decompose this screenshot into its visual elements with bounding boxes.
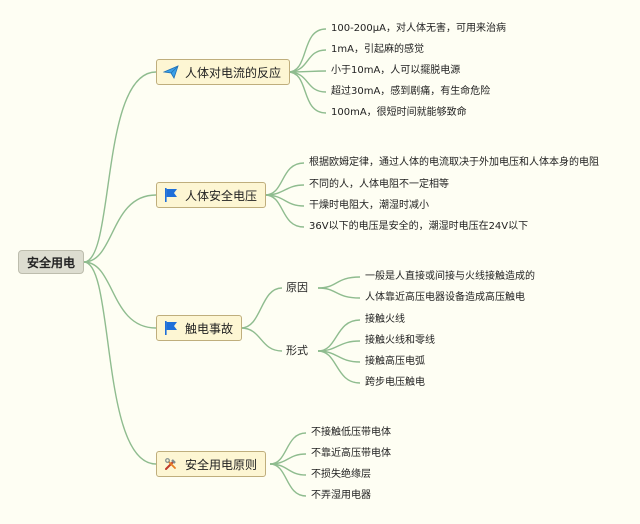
connector: [240, 287, 283, 329]
branch-safe-voltage[interactable]: 人体安全电压: [156, 182, 267, 208]
leaf-item: 接触火线: [365, 314, 405, 325]
leaf-item: 接触高压电弧: [365, 356, 425, 367]
blue-flag-icon: [163, 320, 179, 336]
connector: [317, 287, 361, 299]
root-node[interactable]: 安全用电: [18, 250, 84, 274]
leaf-item: 不损失绝缘层: [311, 469, 371, 480]
leaf-item: 接触火线和零线: [365, 335, 435, 346]
connector: [287, 71, 327, 93]
leaf-item: 不接触低压带电体: [311, 427, 391, 438]
connector: [83, 261, 157, 465]
branch-label: 人体对电流的反应: [185, 65, 282, 80]
leaf-item: 干燥时电阻大，潮湿时减小: [309, 200, 429, 211]
leaf-item: 小于10mA，人可以擺脱电源: [331, 65, 461, 76]
leaf-item: 100mA，很短时间就能够致命: [331, 107, 467, 118]
connector: [287, 49, 327, 73]
connector: [240, 327, 283, 352]
connector: [83, 194, 157, 263]
connector: [83, 71, 157, 263]
sub-node-form[interactable]: 形式: [286, 344, 308, 357]
connector: [287, 71, 327, 114]
leaf-item: 一般是人直接或间接与火线接触造成的: [365, 271, 535, 282]
leaf-item: 跨步电压触电: [365, 377, 425, 388]
connector: [264, 194, 305, 228]
branch-label: 触电事故: [185, 321, 234, 336]
branch-current-reaction[interactable]: 人体对电流的反应: [156, 59, 291, 85]
branch-label: 人体安全电压: [185, 188, 258, 203]
branch-label: 安全用电原则: [185, 457, 258, 472]
leaf-item: 不弄湿用电器: [311, 490, 371, 501]
blue-flag-icon: [163, 187, 179, 203]
branch-safety-principles[interactable]: 安全用电原则: [156, 451, 267, 477]
leaf-item: 100-200μA，对人体无害，可用来治病: [331, 23, 506, 34]
leaf-item: 不同的人，人体电阻不一定相等: [309, 179, 449, 190]
paper-plane-icon: [162, 64, 179, 80]
connector: [269, 463, 307, 497]
leaf-item: 根据欧姆定律，通过人体的电流取决于外加电压和人体本身的电阻: [309, 157, 599, 168]
connector: [317, 350, 361, 384]
tools-icon: [163, 456, 179, 472]
connector: [83, 261, 157, 329]
leaf-item: 不靠近高压带电体: [311, 448, 391, 459]
leaf-item: 1mA，引起麻的感觉: [331, 44, 424, 55]
connector: [317, 276, 361, 289]
leaf-item: 超过30mA，感到剧痛，有生命危险: [331, 86, 491, 97]
sub-node-cause[interactable]: 原因: [286, 281, 308, 294]
branch-electric-shock[interactable]: 触电事故: [156, 315, 243, 341]
leaf-item: 36V以下的电压是安全的，潮湿时电压在24V以下: [309, 221, 529, 232]
leaf-item: 人体靠近高压电器设备造成高压触电: [365, 292, 525, 303]
